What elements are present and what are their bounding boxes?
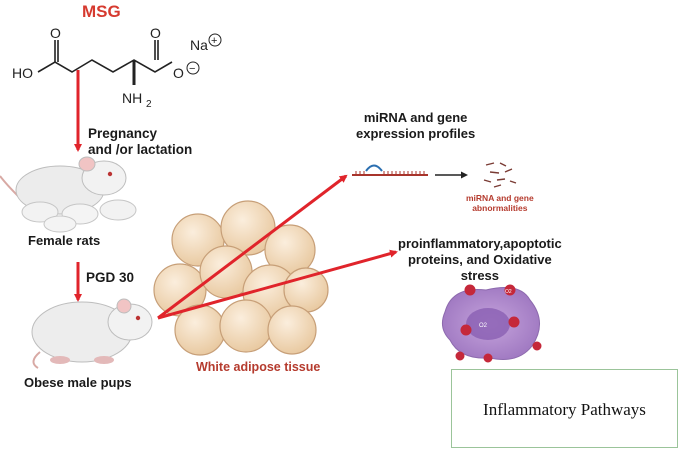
counter-ion: Na: [190, 37, 208, 53]
obese-pup-icon: [31, 298, 153, 369]
plus-sign: +: [211, 35, 217, 47]
arrow-to-proteins: [157, 249, 398, 320]
step1-line2: and /or lactation: [88, 142, 193, 157]
atom-o-left: O: [50, 25, 61, 41]
atom-nh2: NH: [122, 90, 142, 106]
stress-cell-icon: [441, 287, 540, 360]
pro-line2: proteins, and Oxidative: [407, 252, 552, 267]
atom-o-minus: O: [173, 65, 184, 81]
mirna-fragments-icon: [483, 162, 517, 188]
mirna-head-line1: miRNA and gene: [363, 110, 468, 125]
pro-line3: stress: [460, 268, 500, 283]
pro-line1: proinflammatory,apoptotic: [398, 236, 562, 251]
atom-o-right: O: [150, 25, 161, 41]
cell-label-o2-b: O2: [505, 289, 512, 295]
mirna-sub-line1: miRNA and gene: [466, 193, 534, 203]
step-pregnancy-lactation: Pregnancy and /or lactation: [88, 126, 192, 158]
nh2-subscript: 2: [146, 99, 152, 110]
minus-charge-icon: [186, 61, 200, 75]
arrow-to-mirna: [157, 174, 348, 320]
inflammatory-pathways-text: Inflammatory Pathways: [483, 400, 646, 419]
mirna-heading: miRNA and gene expression profiles: [356, 110, 475, 142]
ros-burst-icons: [455, 284, 542, 363]
mirna-strand-icon: [352, 164, 428, 176]
inflammatory-pathways-box: Inflammatory Pathways: [451, 369, 678, 448]
adipose-tissue-icon: [153, 200, 329, 356]
msg-title: MSG: [82, 2, 121, 21]
cell-label-o2-a: O2: [479, 323, 488, 329]
step-pgd30: PGD 30: [86, 270, 135, 285]
female-rats-icon: [0, 156, 137, 233]
proteins-heading: proinflammatory,apoptotic proteins, and …: [398, 236, 562, 284]
minus-sign: −: [189, 63, 195, 75]
mirna-abnormalities-label: miRNA and gene abnormalities: [466, 193, 534, 213]
obese-pups-label: Obese male pups: [24, 375, 132, 390]
atom-ho: HO: [12, 65, 33, 81]
step1-line1: Pregnancy: [88, 126, 158, 141]
mirna-head-line2: expression profiles: [356, 126, 476, 141]
msg-molecule: [37, 40, 173, 85]
plus-charge-icon: [208, 33, 222, 47]
mirna-sub-line2: abnormalities: [472, 203, 528, 213]
female-rats-label: Female rats: [28, 233, 101, 248]
adipose-tissue-label: White adipose tissue: [196, 360, 321, 374]
